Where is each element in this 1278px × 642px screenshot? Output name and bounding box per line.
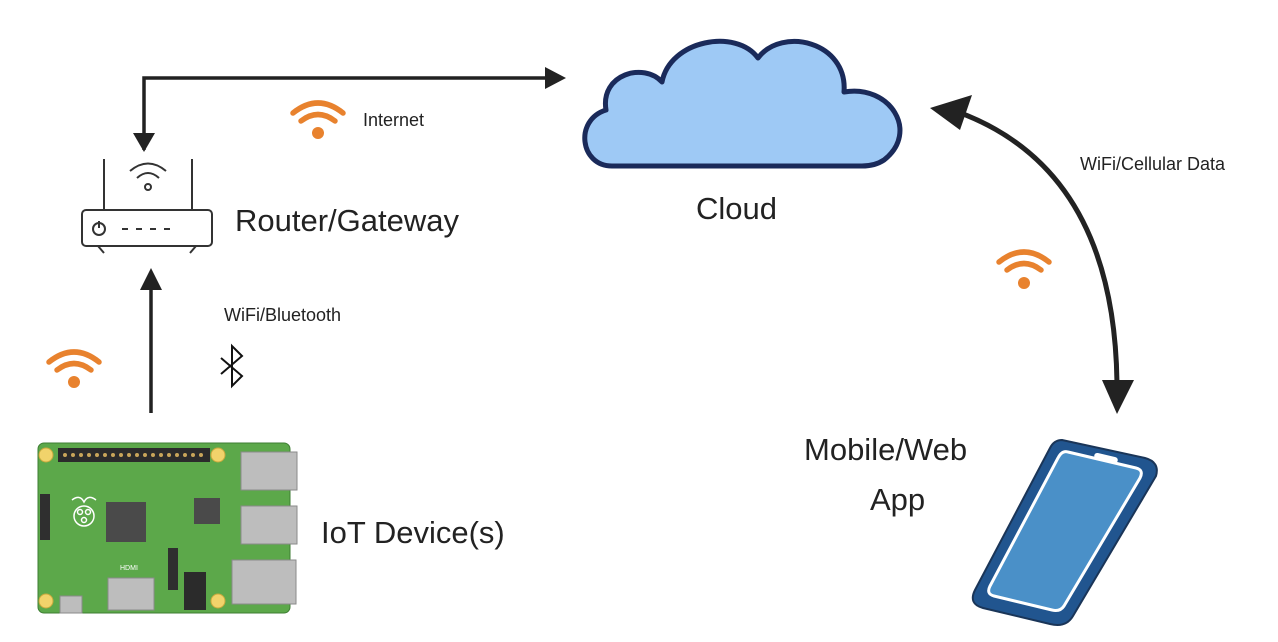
internet-label: Internet — [363, 110, 425, 130]
iot-device-label: IoT Device(s) — [321, 515, 505, 550]
cloud-icon — [582, 38, 903, 169]
app-label-line2: App — [870, 482, 926, 517]
hdmi-label: HDMI — [120, 565, 138, 572]
wifi-icon — [290, 100, 346, 139]
cloud-label: Cloud — [696, 191, 777, 226]
cloud-app-connector — [930, 95, 1134, 414]
wifi-icon — [46, 349, 102, 388]
iot-to-router-arrow — [140, 268, 162, 413]
internet-connector — [133, 67, 566, 152]
wifi-icon — [996, 249, 1052, 289]
raspberry-pi-board-icon: HDMI — [37, 442, 298, 614]
router-icon — [81, 159, 213, 254]
wifi-cellular-label: WiFi/Cellular Data — [1080, 154, 1226, 174]
smartphone-icon — [971, 438, 1158, 626]
wifi-bluetooth-label: WiFi/Bluetooth — [224, 305, 342, 325]
bluetooth-icon — [220, 343, 244, 389]
router-label: Router/Gateway — [235, 203, 459, 238]
app-label-line1: Mobile/Web — [804, 432, 968, 467]
